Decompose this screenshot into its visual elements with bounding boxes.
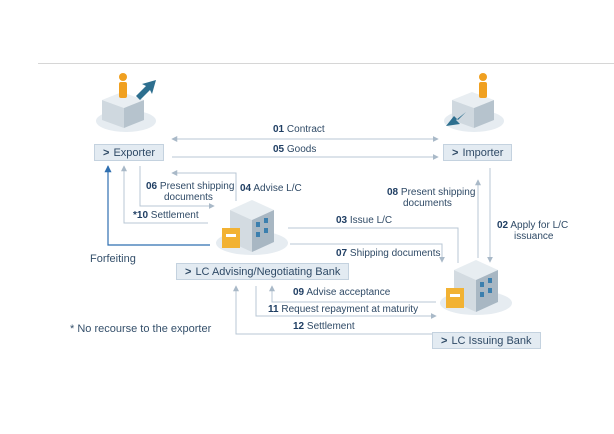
issuing-bank-label: >LC Issuing Bank: [432, 332, 541, 349]
importer-label: >Importer: [443, 144, 513, 161]
top-divider: [38, 63, 614, 64]
step-08-label: 08 Present shipping documents: [387, 187, 476, 209]
step-07-label: 07 Shipping documents: [336, 248, 441, 259]
chevron-right-icon: >: [441, 335, 448, 347]
step-04-label: 04 Advise L/C: [240, 183, 302, 194]
footnote: * No recourse to the exporter: [70, 323, 212, 335]
importer-figure: [444, 73, 504, 132]
arrow-advise-acceptance: [269, 285, 436, 303]
chevron-right-icon: >: [185, 266, 192, 278]
step-11-label: 11 Request repayment at maturity: [268, 304, 419, 315]
step-01-label: 01 Contract: [273, 124, 325, 135]
arrow-settlement-bank: [233, 285, 436, 335]
arrow-shipping-docs: [290, 243, 445, 263]
step-12-label: 12 Settlement: [293, 321, 355, 332]
step-06-label: 06 Present shipping documents: [146, 181, 235, 203]
chevron-right-icon: >: [452, 147, 459, 159]
chevron-right-icon: >: [103, 147, 110, 159]
arrow-advise-lc: [171, 170, 237, 201]
step-10-label: *10 Settlement: [133, 210, 199, 221]
advising-bank-label: >LC Advising/Negotiating Bank: [176, 263, 350, 280]
exporter-figure: [96, 73, 156, 132]
exporter-label: >Exporter: [94, 144, 165, 161]
arrow-issue-lc: [288, 227, 459, 263]
forfeiting-label: Forfeiting: [90, 253, 136, 265]
issuing-bank-building: [440, 260, 512, 315]
advising-bank-building: [216, 200, 288, 255]
step-02-label: 02 Apply for L/C issuance: [497, 220, 569, 242]
step-09-label: 09 Advise acceptance: [293, 287, 391, 298]
arrow-forfeiting: [104, 165, 210, 246]
arrow-request-repayment: [255, 286, 437, 319]
step-05-label: 05 Goods: [273, 144, 317, 155]
arrow-present-docs-exporter: [139, 166, 215, 209]
arrow-settlement-exporter: [121, 165, 208, 224]
step-03-label: 03 Issue L/C: [336, 215, 393, 226]
